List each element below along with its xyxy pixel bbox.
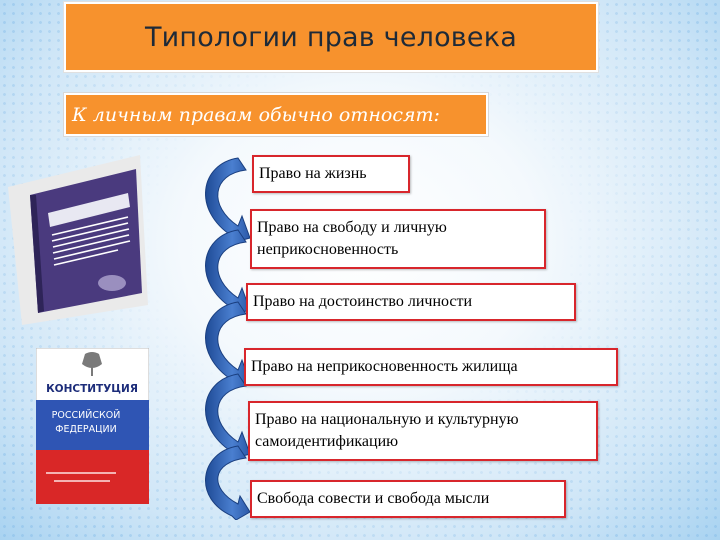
right-item-dignity: Право на достоинство личности <box>246 283 576 321</box>
rights-book-image <box>8 155 148 325</box>
subtitle-banner: К личным правам обычно относят: <box>64 93 488 136</box>
right-item-label: Право на достоинство личности <box>253 293 473 310</box>
connector-arrows <box>205 157 251 520</box>
right-item-label: Право на свободу и личную неприкосновенн… <box>257 219 447 258</box>
title-banner: Типологии прав человека <box>64 2 598 72</box>
right-item-label: Право на жизнь <box>259 165 367 182</box>
right-item-label: Право на неприкосновенность жилища <box>251 358 518 375</box>
constitution-cover-image: КОНСТИТУЦИЯ РОССИЙСКОЙ ФЕДЕРАЦИИ <box>36 348 149 504</box>
arrow-icon <box>205 373 251 461</box>
page-title: Типологии прав человека <box>144 21 517 53</box>
arrow-icon <box>205 157 251 245</box>
constitution-line2: ФЕДЕРАЦИИ <box>55 424 116 435</box>
arrow-icon <box>205 445 251 520</box>
right-item-conscience: Свобода совести и свобода мысли <box>250 480 566 518</box>
right-item-identity: Право на национальную и культурную самои… <box>248 401 598 461</box>
right-item-life: Право на жизнь <box>252 155 410 193</box>
right-item-freedom: Право на свободу и личную неприкосновенн… <box>250 209 546 269</box>
right-item-label: Свобода совести и свобода мысли <box>257 490 490 507</box>
constitution-title: КОНСТИТУЦИЯ <box>46 383 138 395</box>
right-item-label: Право на национальную и культурную самои… <box>255 411 519 450</box>
constitution-line1: РОССИЙСКОЙ <box>52 409 121 421</box>
right-item-home: Право на неприкосновенность жилища <box>244 348 618 386</box>
arrow-icon <box>205 229 251 317</box>
subtitle-text: К личным правам обычно относят: <box>72 103 440 126</box>
